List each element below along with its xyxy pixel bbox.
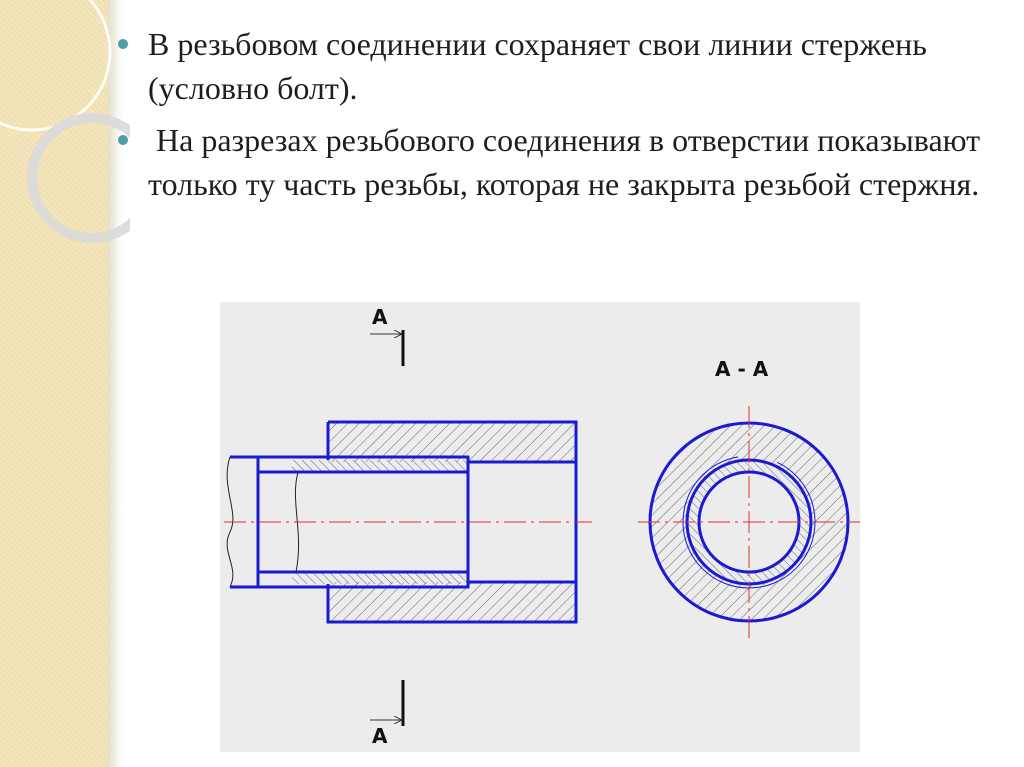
thread-drawing: А А А - А — [220, 302, 860, 752]
bolt-thread-bottom — [292, 572, 468, 584]
main-section-view: А А — [224, 305, 592, 748]
thread-drawing-svg: А А А - А — [224, 305, 860, 748]
housing-wall-bottom — [328, 582, 576, 622]
bullet-item: На разрезах резьбового соединения в отве… — [118, 118, 998, 206]
cut-label-top: А — [372, 305, 388, 329]
housing-wall-top — [328, 422, 576, 462]
housing-outline — [326, 420, 578, 624]
bullet-list: В резьбовом соединении сохраняет свои ли… — [118, 22, 998, 214]
section-outer-ring — [650, 423, 848, 621]
section-view-aa: А - А — [638, 357, 860, 638]
section-label: А - А — [715, 357, 769, 381]
bullet-marker — [118, 135, 128, 145]
decorative-circles — [0, 0, 130, 243]
bullet-text: На разрезах резьбового соединения в отве… — [148, 122, 989, 202]
bolt-thread-top — [292, 460, 468, 472]
bullet-item: В резьбовом соединении сохраняет свои ли… — [118, 22, 998, 110]
cut-label-bottom: А — [372, 724, 388, 748]
bullet-text: В резьбовом соединении сохраняет свои ли… — [148, 26, 927, 106]
side-band-shadow — [108, 0, 122, 767]
break-line — [226, 456, 234, 588]
bullet-marker — [118, 39, 128, 49]
bolt-outline — [230, 455, 470, 589]
